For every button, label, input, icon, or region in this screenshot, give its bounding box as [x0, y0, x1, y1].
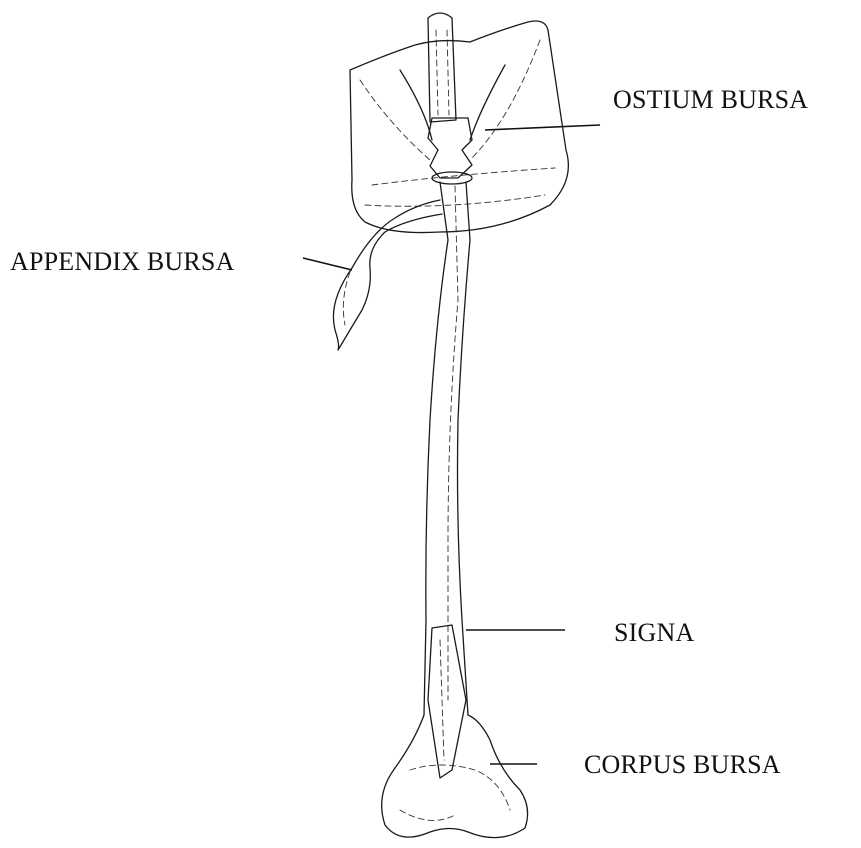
- corpus-bursa: [382, 715, 528, 838]
- label-appendix-bursa: APPENDIX BURSA: [10, 247, 235, 276]
- label-ostium-bursa: OSTIUM BURSA: [613, 85, 808, 114]
- ductus-top-tube: [428, 13, 456, 122]
- ostium-sclerite: [428, 118, 472, 184]
- leader-appendix-bursa: [303, 258, 352, 270]
- label-corpus-bursa: CORPUS BURSA: [584, 750, 781, 779]
- sterigma-plate: [350, 21, 568, 233]
- signa-sclerite: [428, 625, 466, 778]
- label-signa: SIGNA: [614, 618, 694, 647]
- appendix-bursa: [333, 200, 442, 350]
- leader-ostium-bursa: [485, 125, 600, 130]
- ductus-bursae: [424, 182, 470, 715]
